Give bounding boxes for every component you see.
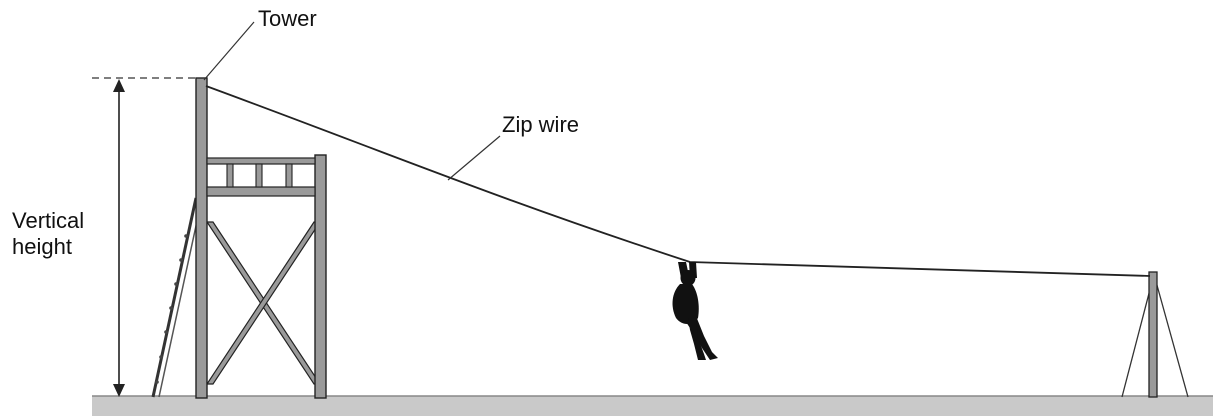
vertical-height-label-line-2: height (12, 234, 72, 260)
person-silhouette-icon (672, 262, 718, 360)
zip-wire-label: Zip wire (502, 112, 580, 137)
tower-railing (206, 157, 316, 197)
vertical-height-arrow (113, 79, 125, 397)
tower-main-post (195, 77, 208, 399)
tower-label: Tower (258, 6, 317, 31)
zip-wire (205, 85, 1151, 277)
ground (92, 396, 1213, 416)
zip-wire-leader-line (447, 135, 501, 181)
vertical-height-label: Vertical height (12, 208, 84, 261)
tower-cross-brace (205, 221, 322, 385)
vertical-height-label-line-1: Vertical (12, 208, 85, 233)
ladder (151, 197, 200, 398)
tower-right-post (314, 154, 327, 399)
tower (151, 77, 327, 399)
end-support-post (1121, 271, 1189, 398)
tower-leader-line (203, 21, 255, 81)
